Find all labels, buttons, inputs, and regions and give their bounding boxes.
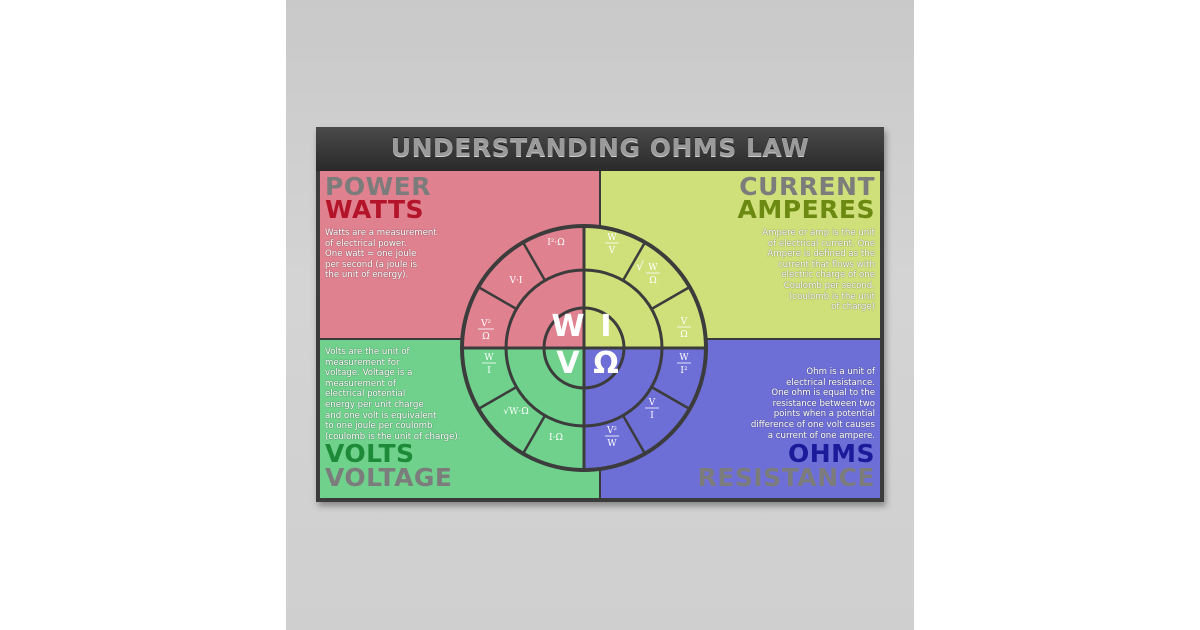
volts-desc-line: energy per unit charge	[325, 399, 424, 410]
power-heading: POWER	[325, 172, 431, 201]
wheel-volts-fill	[462, 348, 584, 470]
wheel-power-fill	[462, 226, 584, 348]
volts-desc-line: voltage. Voltage is a	[325, 368, 413, 379]
volts-desc-line: Volts are the unit of	[325, 347, 410, 357]
volts-desc-line: (coulomb is the unit of charge).	[325, 431, 461, 442]
formula-sqrt-w-omega: √W·Ω	[503, 406, 528, 417]
current-description: Ampere or amp is the unit of electrical …	[705, 228, 875, 313]
volts-desc-line: electrical potential	[325, 389, 406, 400]
power-desc-line: One watt = one joule	[325, 249, 417, 260]
center-w-letter: W	[551, 309, 584, 344]
current-desc-line: Ampere or amp is the unit	[762, 228, 875, 238]
formula-w-over-i-num: W	[484, 353, 494, 363]
wheel-ohms-fill	[584, 348, 706, 470]
formula-w-over-v-den: V	[608, 246, 616, 256]
formula-sqrt-w-over-omega-den: Ω	[649, 276, 656, 286]
formula-w-over-i-den: I	[487, 366, 491, 376]
formula-i-times-omega: I·Ω	[549, 433, 563, 443]
current-desc-line: electric charge of one	[781, 270, 875, 281]
formula-v-over-omega-num: V	[680, 317, 688, 327]
poster-banner: UNDERSTANDING OHMS LAW	[316, 127, 884, 171]
sqrt-symbol: √	[636, 259, 644, 273]
current-desc-line: current that flows with	[777, 259, 875, 270]
wheel-segment-dividers	[477, 241, 691, 455]
volts-description: Volts are the unit of measurement for vo…	[325, 347, 485, 442]
ohms-desc-line: points when a potential	[773, 409, 875, 420]
wheel-current-fill	[584, 226, 706, 348]
volts-desc-line: and one volt is equivalent	[325, 410, 437, 421]
formula-v-over-i-den: I	[650, 411, 654, 421]
formula-v-times-i: V·I	[509, 276, 523, 286]
watts-heading: WATTS	[325, 195, 425, 224]
current-desc-line: of charge)	[831, 302, 875, 313]
ohms-desc-line: a current of one ampere.	[767, 430, 875, 441]
amperes-heading: AMPERES	[737, 195, 875, 224]
formula-w-over-v-num: W	[607, 233, 617, 243]
current-desc-line: Coulomb per second.	[783, 280, 875, 291]
formula-v-over-i-num: V	[648, 398, 656, 408]
formula-sqrt-w-over-omega-num: W	[648, 263, 658, 273]
ohms-description: Ohm is a unit of electrical resistance. …	[705, 367, 875, 441]
formula-v2-over-omega-num: V²	[480, 319, 491, 329]
voltage-heading: VOLTAGE	[325, 463, 453, 492]
power-description: Watts are a measurement of electrical po…	[325, 228, 505, 281]
formula-v2-over-omega-den: Ω	[482, 332, 489, 342]
current-heading: CURRENT	[739, 172, 875, 201]
power-desc-line: of electrical power.	[325, 238, 407, 249]
volts-desc-line: to one joule per coulomb	[325, 421, 433, 432]
ohms-desc-line: Ohm is a unit of	[806, 367, 875, 377]
formula-i2-omega: I²·Ω	[547, 238, 565, 248]
power-desc-line: the unit of energy).	[325, 270, 409, 281]
volts-desc-line: measurement for	[325, 357, 400, 368]
power-desc-line: Watts are a measurement	[325, 228, 437, 238]
ohms-desc-line: electrical resistance.	[786, 377, 875, 388]
ohms-desc-line: difference of one volt causes	[750, 419, 875, 430]
formula-v2-over-w-den: W	[607, 439, 617, 449]
formula-w-over-i2-den: I²	[680, 366, 688, 376]
volts-desc-line: measurement of	[325, 378, 396, 389]
poster-title: UNDERSTANDING OHMS LAW	[390, 133, 810, 162]
ohms-heading: OHMS	[787, 439, 875, 468]
current-desc-line: (coulomb is the unit	[788, 291, 875, 302]
power-desc-line: per second (a joule is	[325, 259, 418, 270]
formula-v2-over-w-num: V²	[606, 426, 617, 436]
resistance-heading: RESISTANCE	[697, 463, 875, 492]
formula-v-over-omega-den: Ω	[680, 330, 687, 340]
center-ohm-letter: Ω	[593, 346, 619, 381]
volts-heading: VOLTS	[325, 439, 415, 468]
current-desc-line: Ampere is defined as the	[767, 249, 875, 260]
center-i-letter: I	[600, 309, 611, 344]
ohms-desc-line: One ohm is equal to the	[771, 388, 875, 399]
ohms-law-wheel: W I V Ω I²·Ω V·I V² Ω W V √ W Ω V Ω W I …	[460, 224, 708, 472]
center-v-letter: V	[556, 346, 580, 381]
formula-w-over-i2-num: W	[679, 353, 689, 363]
current-desc-line: of electrical current. One	[767, 238, 875, 249]
ohms-desc-line: resistance between two	[772, 398, 875, 409]
